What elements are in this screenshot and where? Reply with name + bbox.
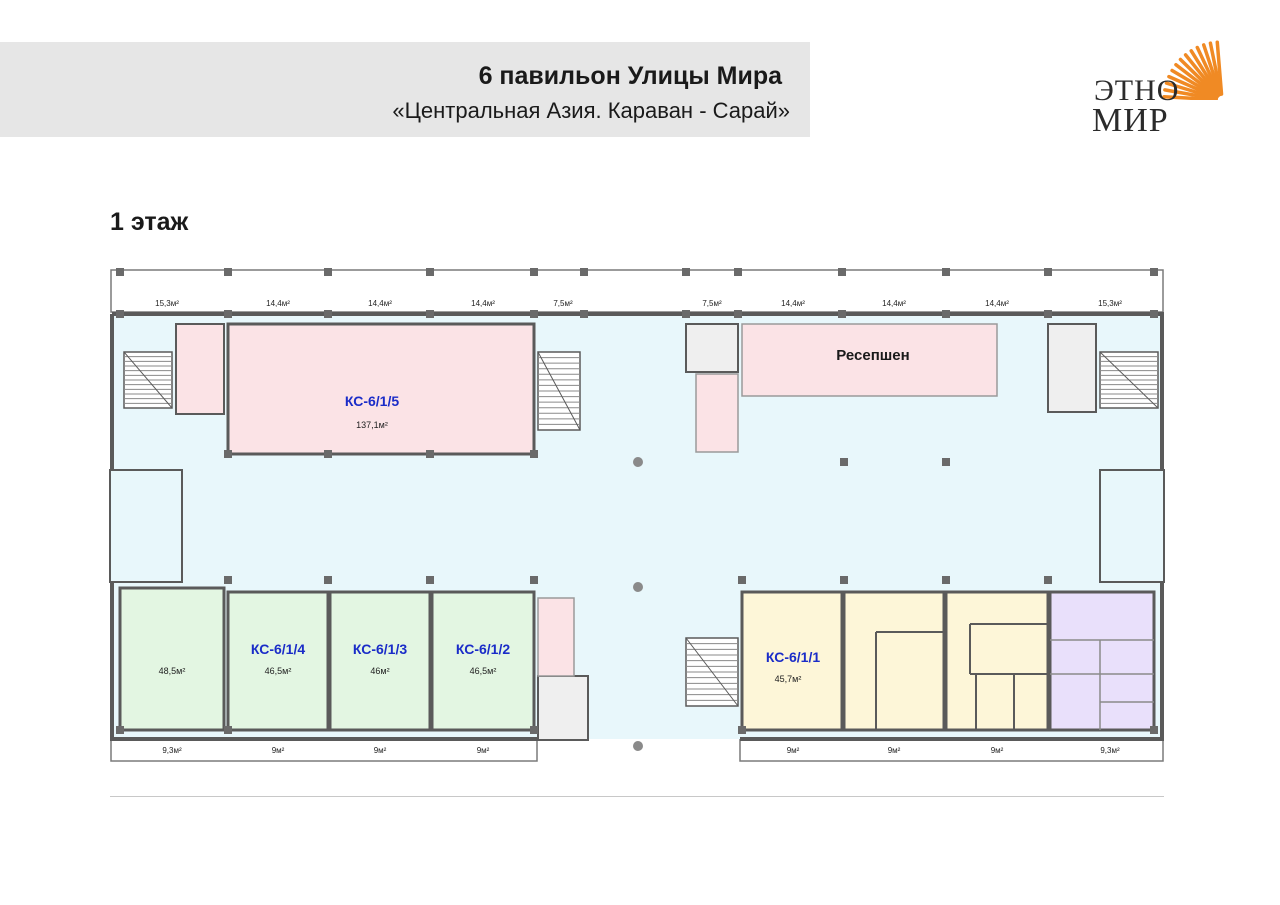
page-subtitle: «Центральная Азия. Караван - Сарай» (392, 98, 790, 123)
stairs-top-center (537, 351, 581, 431)
sun-rays-icon (1162, 40, 1224, 100)
terrace-top-area: 14,4м² (266, 299, 290, 308)
terrace-top-area: 14,4м² (781, 299, 805, 308)
bottom-divider (110, 796, 1164, 797)
terrace-top-area: 14,4м² (882, 299, 906, 308)
page-title: 6 павильон Улицы Мира (478, 62, 782, 90)
label-ks-6-1-2: КС-6/1/2 (456, 641, 510, 657)
terrace-bottom-area: 9,3м² (162, 746, 182, 755)
room-ks-6-1-3 (328, 590, 432, 732)
room-ks-6-1-4 (226, 590, 330, 732)
etnomir-logo: ЭТНО МИР (1090, 40, 1240, 140)
terrace-bottom-area: 9м² (991, 746, 1004, 755)
terrace-top-area: 7,5м² (553, 299, 573, 308)
terrace-top-area: 7,5м² (702, 299, 722, 308)
stairs-top-right (1099, 351, 1159, 409)
terrace-bottom-area: 9м² (888, 746, 901, 755)
label-ks-6-1-3: КС-6/1/3 (353, 641, 407, 657)
terrace-bottom-area: 9м² (272, 746, 285, 755)
header-band: 6 павильон Улицы Мира «Центральная Азия.… (0, 42, 810, 137)
terrace-top-area: 15,3м² (155, 299, 179, 308)
partitions-yellow-2 (875, 631, 944, 730)
terrace-top-area: 14,4м² (368, 299, 392, 308)
room-ks-6-1-2 (430, 590, 536, 732)
room-ks-6-1-5 (226, 322, 536, 456)
room-yellow-3 (944, 590, 1050, 732)
area-ks-6-1-1: 45,7м² (775, 674, 802, 684)
terrace-top-area: 15,3м² (1098, 299, 1122, 308)
room-left-corner (118, 586, 226, 732)
terrace-bottom-area: 9,3м² (1100, 746, 1120, 755)
label-ks-6-1-1: КС-6/1/1 (766, 649, 820, 665)
hall-right-wing (1099, 469, 1165, 583)
label-ks-6-1-4: КС-6/1/4 (251, 641, 305, 657)
terrace-top-labels: 15,3м² 14,4м² 14,4м² 14,4м² 7,5м² 7,5м² 14,4м²… (155, 299, 1122, 308)
kiosk-center-right (695, 373, 739, 453)
room-yellow-2 (842, 590, 946, 732)
area-ks-6-1-2: 46,5м² (470, 666, 497, 676)
logo-line-1: ЭТНО (1094, 74, 1180, 107)
kiosk-center-left (537, 597, 575, 677)
columns (116, 268, 1158, 734)
floor-plan-drawing: 15,3м² 14,4м² 14,4м² 14,4м² 7,5м² 7,5м² 14,4м²… (109, 268, 1165, 762)
terrace-bottom-area: 9м² (787, 746, 800, 755)
outer-wall (110, 312, 1164, 741)
area-ks-6-1-5: 137,1м² (356, 420, 388, 430)
area-left-corner: 48,5м² (159, 666, 186, 676)
hall-left-wing (109, 469, 183, 583)
round-column-2 (633, 582, 643, 592)
area-ks-6-1-4: 46,5м² (265, 666, 292, 676)
logo-line-2: МИР (1092, 102, 1169, 139)
terrace-top-area: 14,4м² (471, 299, 495, 308)
floor-plan: 15,3м² 14,4м² 14,4м² 14,4м² 7,5м² 7,5м² 14,4м²… (100, 262, 1175, 772)
stairs-top-left (123, 351, 173, 409)
room-reception (741, 323, 998, 397)
service-room-3 (537, 675, 589, 741)
label-ks-6-1-5: КС-6/1/5 (345, 393, 399, 409)
stairs-bottom-center (685, 637, 739, 707)
area-ks-6-1-3: 46м² (370, 666, 389, 676)
round-column-1 (633, 457, 643, 467)
terrace-bottom-area: 9м² (374, 746, 387, 755)
terrace-bottom-labels: 9,3м² 9м² 9м² 9м² 9м² 9м² 9м² 9,3м² (162, 746, 1120, 755)
room-small-top-left (175, 323, 225, 415)
round-column-3 (633, 741, 643, 751)
partitions-purple (1050, 639, 1154, 730)
service-room-2 (1047, 323, 1097, 413)
partitions-yellow-3 (969, 623, 1048, 730)
service-room-1 (685, 323, 739, 373)
room-ks-6-1-1 (740, 590, 844, 732)
room-purple (1048, 590, 1156, 732)
terrace-top-area: 14,4м² (985, 299, 1009, 308)
floor-label: 1 этаж (110, 208, 189, 236)
label-reception: Ресепшен (836, 347, 909, 364)
terrace-bottom-area: 9м² (477, 746, 490, 755)
